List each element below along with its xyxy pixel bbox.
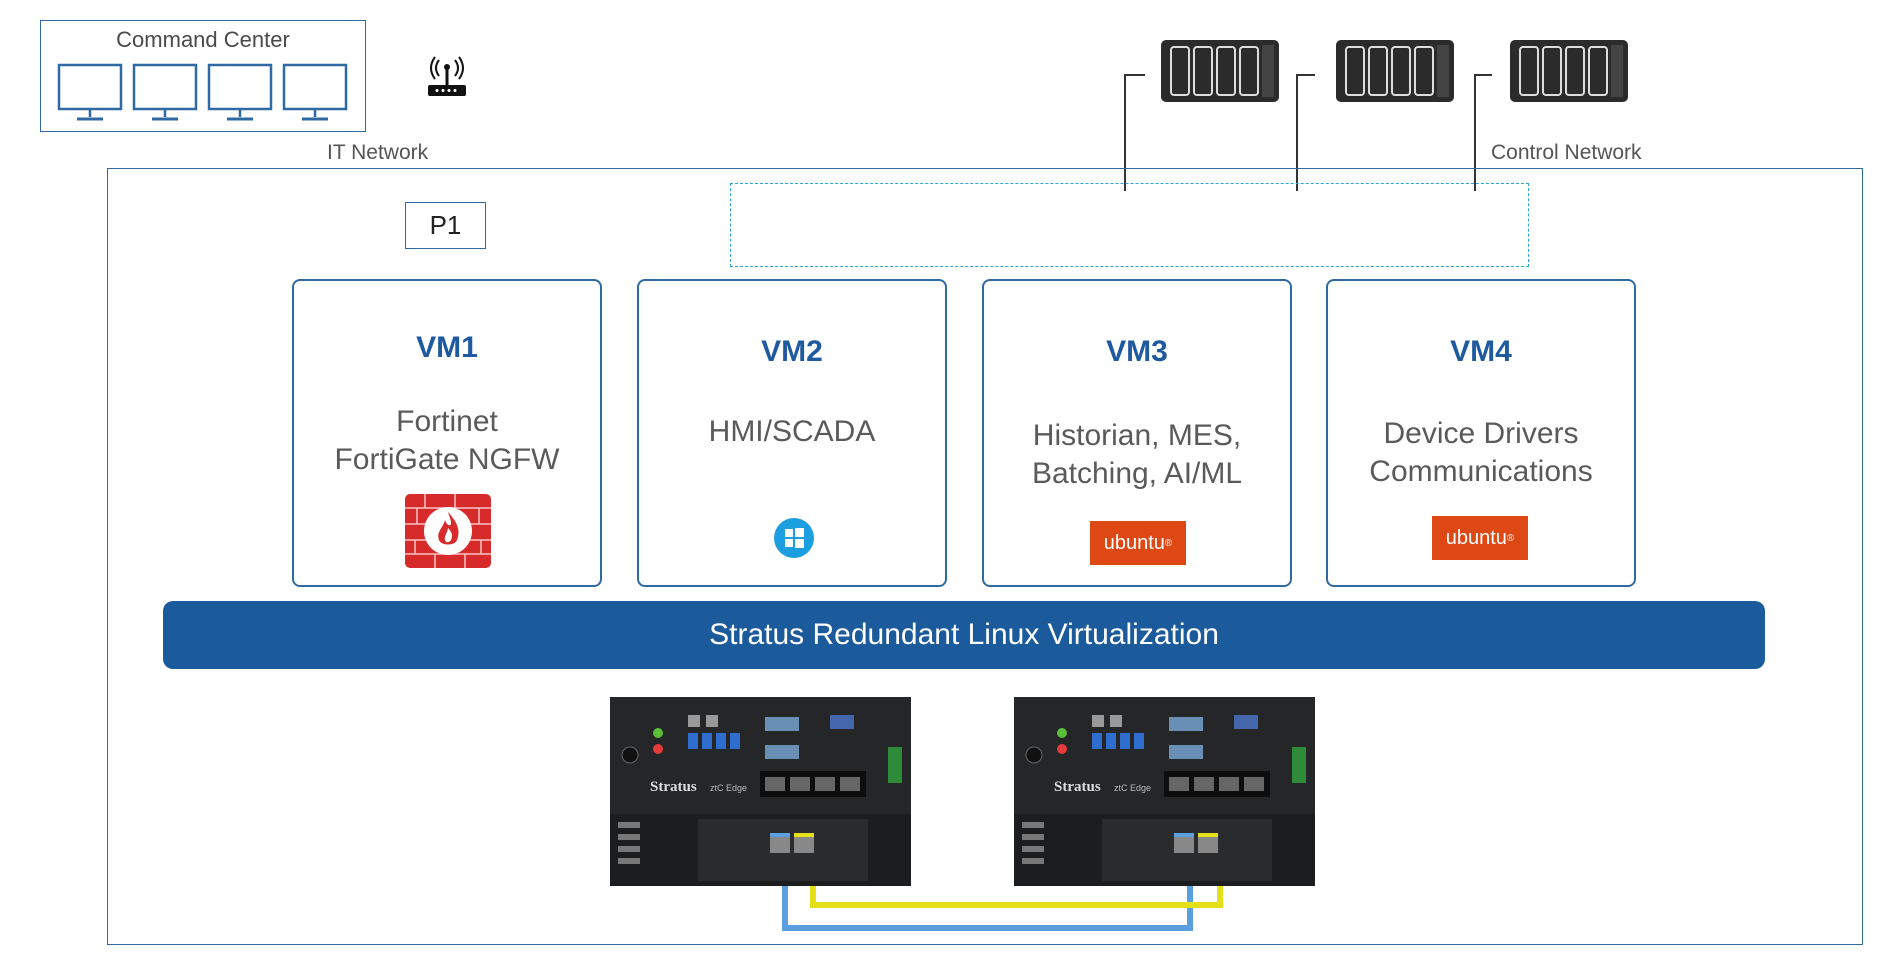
vm-description-line: Historian, MES, xyxy=(1032,419,1242,452)
vm-description-line: FortiGate NGFW xyxy=(334,443,560,476)
control-network-zone xyxy=(730,183,1529,267)
monitor-icon xyxy=(282,63,348,121)
plc-rack-icon xyxy=(1296,40,1454,191)
vm-description-line: HMI/SCADA xyxy=(708,415,876,448)
ztc-edge-server-2: Stratus ztC Edge xyxy=(1014,697,1315,886)
plc-rack-icon xyxy=(1474,40,1628,191)
vm-title: VM3 xyxy=(1106,335,1168,368)
command-center-box: Command Center xyxy=(40,20,366,132)
ubuntu-logo: ubuntu® xyxy=(1432,516,1528,560)
monitor-icon xyxy=(132,63,198,121)
vm3-card: VM3 Historian, MES, Batching, AI/ML ubun… xyxy=(982,279,1292,587)
ztc-edge-server-1: Stratus ztC Edge xyxy=(610,697,911,886)
vm2-card: VM2 HMI/SCADA xyxy=(637,279,947,587)
vm-title: VM1 xyxy=(416,331,478,364)
windows-icon xyxy=(774,518,814,558)
vm-description-line: Communications xyxy=(1369,455,1593,488)
control-network-label: Control Network xyxy=(1491,141,1642,164)
vm-description-line: Batching, AI/ML xyxy=(1031,457,1243,490)
vm1-card: VM1 Fortinet FortiGate NGFW xyxy=(292,279,602,587)
server-model: ztC Edge xyxy=(710,783,747,793)
ubuntu-logo-text: ubuntu xyxy=(1103,531,1165,554)
vm-description-line: Fortinet xyxy=(396,405,498,438)
virtualization-bar: Stratus Redundant Linux Virtualization xyxy=(163,601,1765,669)
monitor-icon xyxy=(207,63,273,121)
ubuntu-logo: ubuntu® xyxy=(1090,521,1186,565)
command-center-title: Command Center xyxy=(116,27,290,52)
monitor-icon xyxy=(57,63,123,121)
p1-label: P1 xyxy=(405,202,486,249)
plc-rack-icon xyxy=(1124,40,1279,191)
vm-title: VM4 xyxy=(1450,335,1512,368)
server-model: ztC Edge xyxy=(1114,783,1151,793)
firewall-icon xyxy=(405,494,491,568)
server-brand: Stratus xyxy=(650,779,697,795)
ubuntu-logo-text: ubuntu xyxy=(1445,526,1507,549)
server-brand: Stratus xyxy=(1054,779,1101,795)
it-network-label: IT Network xyxy=(327,141,429,164)
vm4-card: VM4 Device Drivers Communications ubuntu… xyxy=(1326,279,1636,587)
control-devices xyxy=(1124,40,1628,191)
vm-title: VM2 xyxy=(761,335,823,368)
host-frame xyxy=(107,168,1863,945)
router-icon xyxy=(428,56,466,96)
vm-description-line: Device Drivers xyxy=(1383,417,1579,450)
